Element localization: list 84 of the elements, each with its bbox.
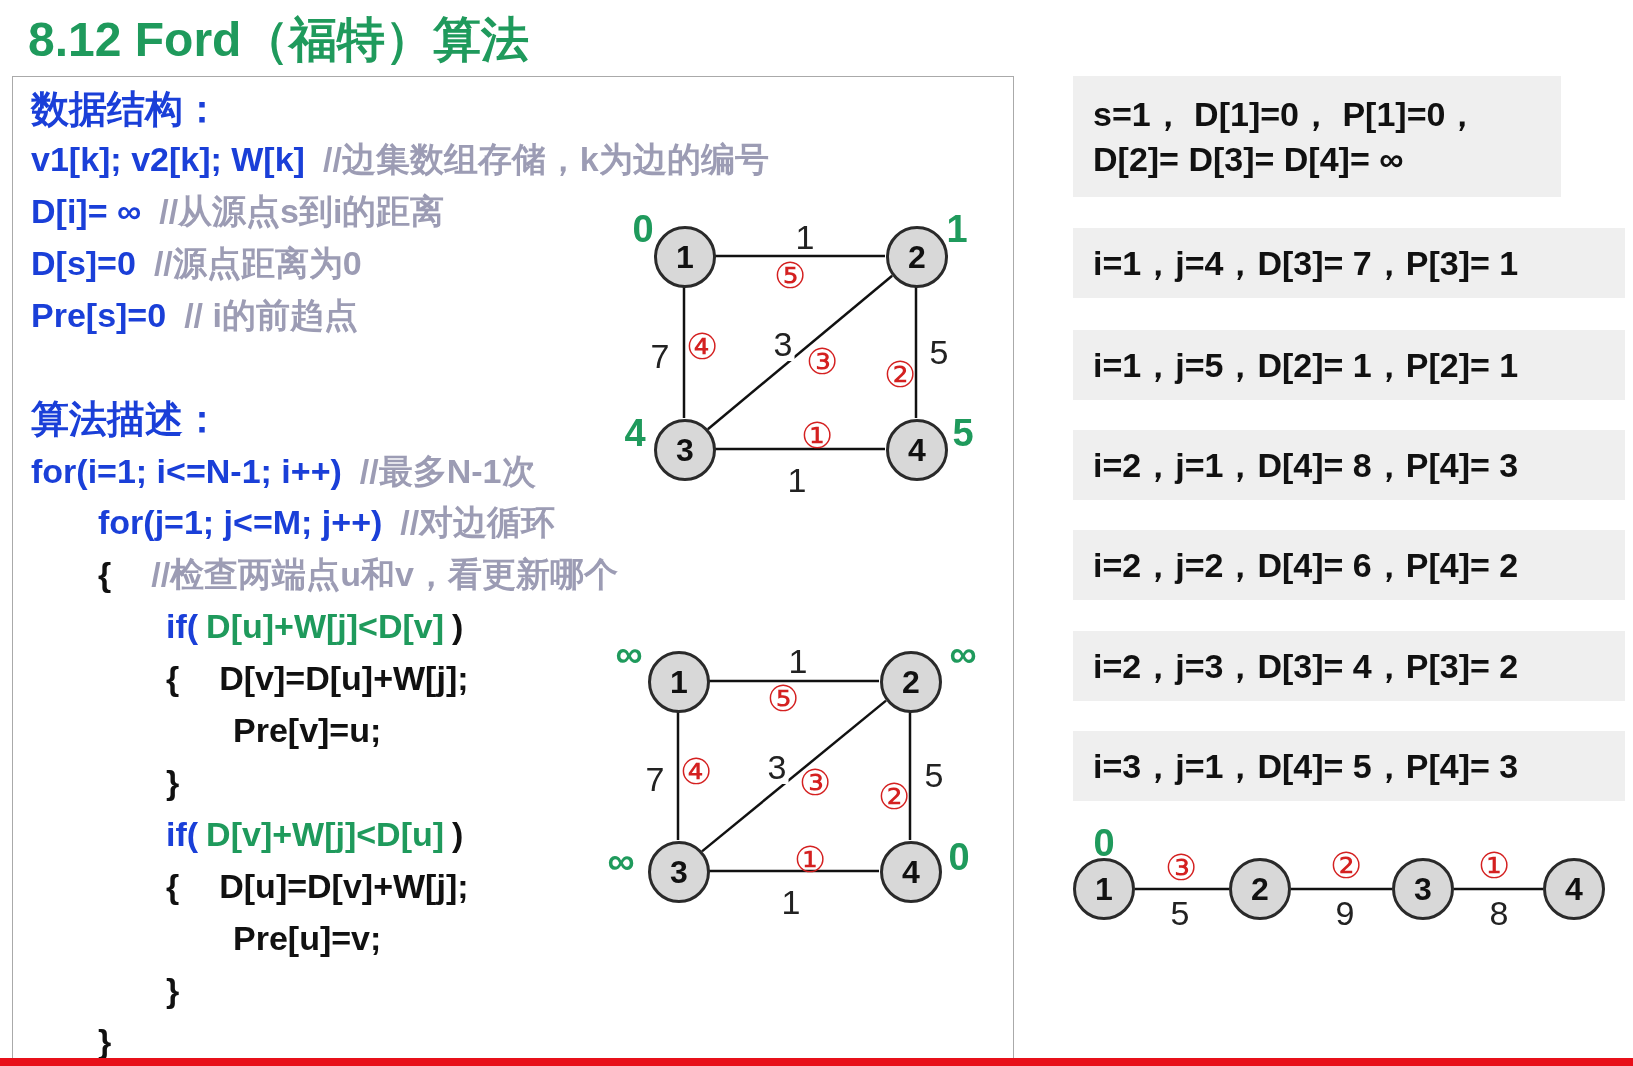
vertex-circle: 1 <box>654 226 716 288</box>
edge-number: ② <box>1330 848 1362 884</box>
code-text: { <box>166 868 180 906</box>
code-text: D[s]=0 <box>31 245 136 283</box>
edge-number: ② <box>884 357 916 393</box>
distance-label: 0 <box>632 207 654 251</box>
section-heading: 数据结构： <box>31 89 221 131</box>
step-box: i=1，j=5，D[2]= 1，P[2]= 1 <box>1073 330 1625 400</box>
vertex-circle: 4 <box>880 841 942 903</box>
code-comment: // i的前趋点 <box>184 297 358 335</box>
vertex-circle: 2 <box>880 651 942 713</box>
graph-edge <box>908 712 912 840</box>
code-text: { <box>98 556 112 594</box>
section-heading: 算法描述： <box>31 399 221 441</box>
edge-number: ③ <box>806 344 838 380</box>
edge-number: ③ <box>799 765 831 801</box>
distance-label: ∞ <box>949 632 977 676</box>
code-text: Pre[u]=v; <box>233 920 382 958</box>
code-comment: //检查两端点u和v，看更新哪个 <box>151 556 618 594</box>
vertex-circle: 1 <box>1073 858 1135 920</box>
edge-number: ④ <box>686 329 718 365</box>
step-box: i=2，j=2，D[4]= 6，P[4]= 2 <box>1073 530 1625 600</box>
code-comment: //边集数组存储，k为边的编号 <box>322 141 769 179</box>
code-text: Pre[v]=u; <box>233 712 382 750</box>
code-text: } <box>166 972 180 1010</box>
code-text: if( <box>166 608 199 646</box>
graph-edge <box>701 699 887 853</box>
distance-label: ∞ <box>615 632 643 676</box>
graph-edge <box>709 679 879 683</box>
code-comment: //从源点s到i的距离 <box>159 193 445 231</box>
vertex-circle: 4 <box>1543 858 1605 920</box>
code-text: D[v]=D[u]+W[j]; <box>219 660 469 698</box>
graph-edge <box>676 712 680 840</box>
step-box: i=3，j=1，D[4]= 5，P[4]= 3 <box>1073 731 1625 801</box>
graph-edge <box>1454 887 1543 891</box>
distance-label: 4 <box>624 411 646 455</box>
code-comment: //对边循环 <box>400 504 556 542</box>
vertex-circle: 3 <box>648 841 710 903</box>
step-box: i=2，j=3，D[3]= 4，P[3]= 2 <box>1073 631 1625 701</box>
code-comment: //源点距离为0 <box>153 245 362 283</box>
graph-edge <box>707 274 893 431</box>
vertex-circle: 3 <box>1392 858 1454 920</box>
code-comment: //最多N-1次 <box>359 453 536 491</box>
code-text: for(i=1; i<=N-1; i++) <box>31 453 342 491</box>
edge-number: ④ <box>680 754 712 790</box>
code-text: D[i]= ∞ <box>31 193 142 231</box>
edge-number: ① <box>1478 848 1510 884</box>
code-text: { <box>166 660 180 698</box>
distance-label: 1 <box>946 207 968 251</box>
distance-label: 0 <box>948 835 970 879</box>
graph-edge <box>1291 887 1392 891</box>
distance-label: ∞ <box>607 839 635 883</box>
graph-edge <box>914 287 918 418</box>
code-text: if( <box>166 816 199 854</box>
edge-number: ① <box>794 842 826 878</box>
edge-number: ③ <box>1165 850 1197 886</box>
vertex-circle: 2 <box>886 226 948 288</box>
vertex-circle: 1 <box>648 651 710 713</box>
code-text: D[u]+W[j]<D[v] <box>206 608 445 646</box>
title: 8.12 Ford（福特）算法 <box>28 12 530 68</box>
vertex-circle: 4 <box>886 419 948 481</box>
step-box: s=1， D[1]=0， P[1]=0， D[2]= D[3]= D[4]= ∞ <box>1073 76 1561 197</box>
code-text: D[u]=D[v]+W[j]; <box>219 868 469 906</box>
code-text: D[v]+W[j]<D[u] <box>206 816 445 854</box>
step-box: i=2，j=1，D[4]= 8，P[4]= 3 <box>1073 430 1625 500</box>
graph-edge <box>715 447 885 451</box>
code-text: ) <box>452 608 464 646</box>
code-text: } <box>166 764 180 802</box>
edge-number: ⑤ <box>774 258 806 294</box>
edge-number: ② <box>878 779 910 815</box>
distance-label: 5 <box>952 411 974 455</box>
graph-edge <box>682 287 686 418</box>
graph-edge <box>709 869 879 873</box>
graph-edge <box>715 254 885 258</box>
step-box: i=1，j=4，D[3]= 7，P[3]= 1 <box>1073 228 1625 298</box>
graph-edge <box>1135 887 1229 891</box>
code-text: for(j=1; j<=M; j++) <box>98 504 383 542</box>
vertex-circle: 3 <box>654 419 716 481</box>
code-text: Pre[s]=0 <box>31 297 167 335</box>
code-text: v1[k]; v2[k]; W[k] <box>31 141 305 179</box>
edge-number: ⑤ <box>767 681 799 717</box>
vertex-circle: 2 <box>1229 858 1291 920</box>
edge-number: ① <box>801 418 833 454</box>
code-text: ) <box>452 816 464 854</box>
